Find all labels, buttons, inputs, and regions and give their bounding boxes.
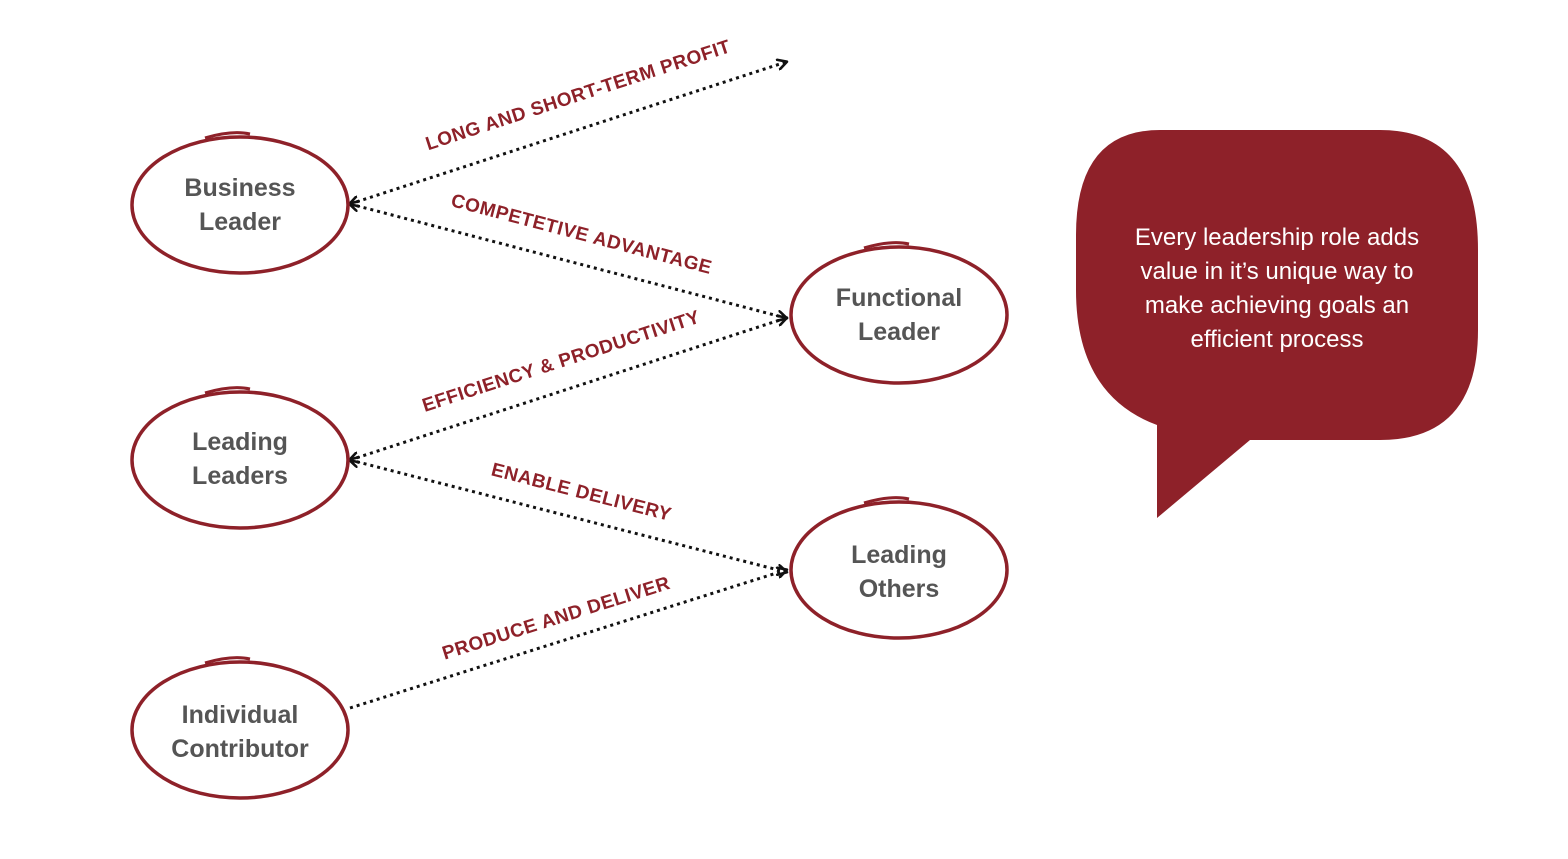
node-label-line2: Leaders: [192, 462, 288, 490]
node-label-line2: Others: [859, 575, 940, 603]
node-leading-others: Leading Others: [789, 496, 1009, 640]
bubble-text-line4: efficient process: [1191, 326, 1364, 353]
node-label-line1: Leading: [192, 428, 288, 456]
node-individual-contributor: Individual Contributor: [130, 656, 350, 800]
edge-produce-deliver: [349, 570, 786, 710]
node-label-line2: Leader: [199, 208, 281, 236]
edge-enable-delivery: [350, 460, 786, 572]
node-label-line2: Contributor: [171, 735, 309, 763]
node-label-line1: Individual: [182, 701, 299, 729]
node-label-line1: Leading: [851, 541, 947, 569]
edge-label-long-short-term-profit: LONG AND SHORT-TERM PROFIT: [423, 36, 733, 155]
node-label-line2: Leader: [858, 318, 940, 346]
bubble-text-line2: value in it’s unique way to: [1140, 258, 1413, 285]
node-functional-leader: Functional Leader: [789, 241, 1009, 385]
bubble-text-line3: make achieving goals an: [1145, 292, 1409, 319]
bubble-text-line1: Every leadership role adds: [1135, 224, 1419, 251]
edge-long-short-term-profit: [350, 62, 786, 204]
edge-label-efficiency-productivity: EFFICIENCY & PRODUCTIVITY: [420, 307, 703, 417]
node-label-line1: Business: [184, 174, 295, 202]
edge-competitive-advantage: [350, 204, 786, 318]
node-label-line1: Functional: [836, 284, 962, 312]
node-business-leader: Business Leader: [130, 131, 350, 275]
edge-label-enable-delivery: ENABLE DELIVERY: [489, 459, 674, 525]
edge-efficiency-productivity: [350, 318, 786, 460]
speech-bubble: Every leadership role adds value in it’s…: [1076, 130, 1478, 518]
node-leading-leaders: Leading Leaders: [130, 386, 350, 530]
edge-label-produce-deliver: PRODUCE AND DELIVER: [440, 573, 673, 665]
